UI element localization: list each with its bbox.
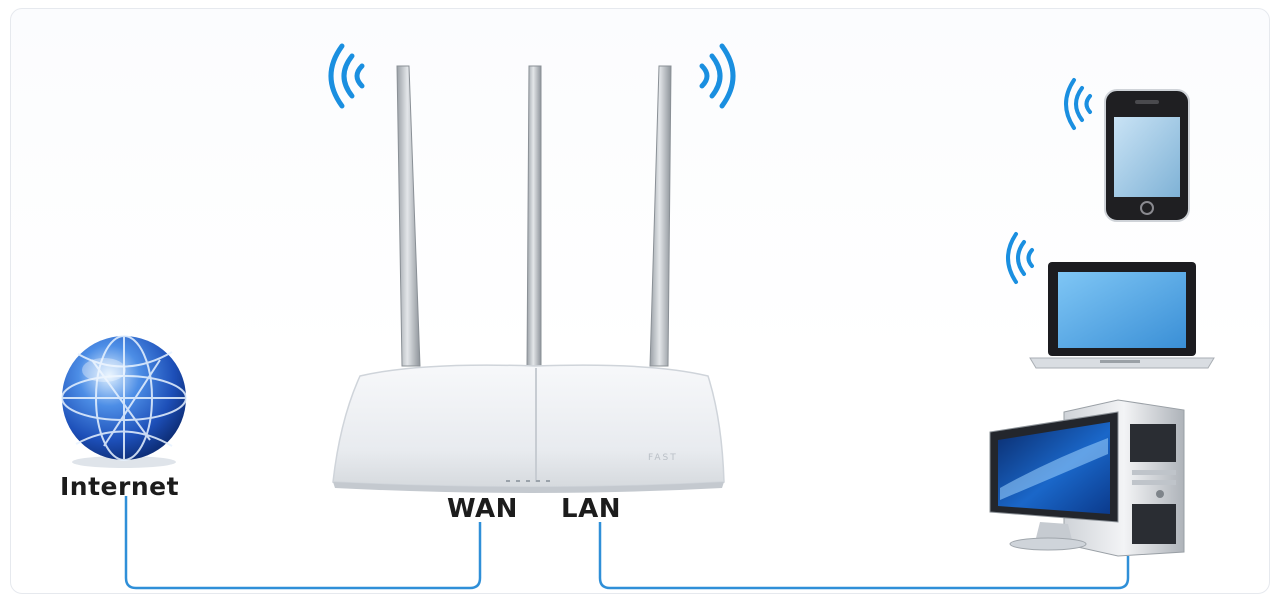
globe-icon (61, 335, 187, 468)
smartphone-icon (1104, 89, 1190, 222)
router-antennas (396, 65, 672, 367)
wifi-icon (328, 43, 365, 109)
wifi-icon (1006, 232, 1034, 284)
router-icon: FAST (332, 364, 725, 493)
wan-port-label: WAN (447, 494, 518, 524)
router-status-leds (506, 480, 550, 482)
router-brand: FAST (648, 453, 678, 463)
cable-lan-desktop (598, 522, 1130, 590)
lan-port-label: LAN (561, 494, 621, 524)
laptop-icon (1029, 262, 1215, 369)
cable-internet-wan (124, 496, 482, 590)
wifi-icon (1064, 78, 1092, 130)
wifi-icon (699, 43, 736, 109)
desktop-computer-icon (989, 399, 1185, 557)
internet-label: Internet (60, 472, 180, 501)
